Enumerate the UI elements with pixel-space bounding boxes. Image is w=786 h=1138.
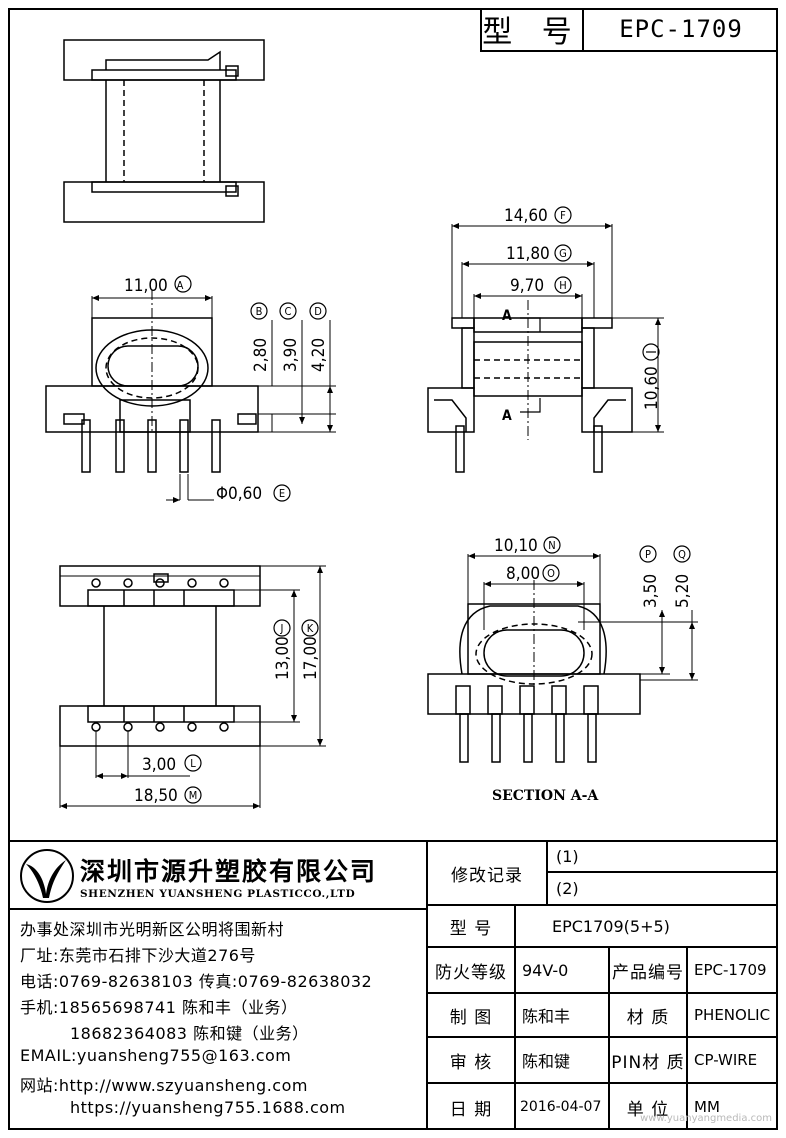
dim-g-letter: G [559,247,567,260]
website-2: https://yuansheng755.1688.com [70,1098,346,1117]
material-label: 材 质 [608,994,686,1036]
unit-label: 单 位 [608,1084,686,1130]
drawn-value: 陈和丰 [514,994,608,1036]
dim-j-value: 13,00 [273,636,293,680]
dim-q-letter: Q [678,548,686,561]
revision-entries: (1) (2) [546,842,776,904]
front-view [45,290,259,473]
email: EMAIL:yuansheng755@163.com [20,1046,292,1065]
dim-k-letter: K [307,622,314,635]
company-name-en: SHENZHEN YUANSHENG PLASTICCO.,LTD [80,888,356,900]
revision-1: (1) [548,842,776,874]
bottom-view [59,565,261,747]
fire-label: 防火等级 [435,962,507,983]
unit-value: MM [686,1084,776,1130]
dim-d-value: 4,20 [309,338,329,372]
dim-d-letter: D [314,305,322,318]
product-no-label: 产品编号 [608,948,686,992]
dim-i-value: 10,60 [642,366,662,410]
section-mark-top: A [502,308,512,324]
dim-h-letter: H [559,279,566,292]
company-logo-icon [20,849,74,903]
section-view [427,580,641,763]
dim-f-letter: F [560,209,566,222]
mobile-2: 18682364083 陈和键（业务） [70,1024,309,1043]
block-separator [426,842,428,1130]
pin-material-value: CP-WIRE [686,1038,776,1082]
pin-material-label: PIN材 质 [608,1038,686,1082]
product-no-value: EPC-1709 [686,948,776,992]
model-row: 型 号 EPC1709(5+5) [428,906,776,948]
date-row: 日 期 2016-04-07 单 位 MM [428,1084,776,1130]
dim-b-letter: B [256,305,263,318]
date-label: 日 期 [449,1099,493,1120]
website-1: 网站:http://www.szyuansheng.com [20,1076,308,1095]
material-value: PHENOLIC [686,994,776,1036]
factory-address: 厂址:东莞市石排下沙大道276号 [20,946,256,965]
company-divider [8,908,426,910]
checked-row: 审 核 陈和键 PIN材 质 CP-WIRE [428,1038,776,1084]
dim-m-letter: M [189,789,198,802]
title-model-label: 型 号 [482,8,584,50]
dim-q-value: 5,20 [673,574,693,608]
dim-e-letter: E [279,487,285,500]
checked-value: 陈和键 [514,1038,608,1082]
section-caption: SECTION A-A [492,788,599,804]
dim-n-value: 10,10 [494,536,538,556]
info-block: 深圳市源升塑胶有限公司 SHENZHEN YUANSHENG PLASTICCO… [8,840,778,1130]
company-name-cn: 深圳市源升塑胶有限公司 [80,857,378,886]
drawn-label: 制 图 [449,1007,493,1028]
side-view [427,300,633,473]
dim-m-value: 18,50 [134,786,178,806]
drawn-row: 制 图 陈和丰 材 质 PHENOLIC [428,994,776,1038]
dim-f-value: 14,60 [504,206,548,226]
office-address: 办事处深圳市光明新区公明将围新村 [20,920,285,939]
company-header: 深圳市源升塑胶有限公司 SHENZHEN YUANSHENG PLASTICCO… [8,842,426,908]
dim-p-letter: P [645,548,651,561]
dim-n-letter: N [548,539,555,552]
date-value: 2016-04-07 [514,1084,608,1130]
dim-p-value: 3,50 [641,574,661,608]
dim-j-letter: J [280,622,284,635]
title-model-value: EPC-1709 [619,15,743,43]
technical-drawing: 11,00 A 2,80 B 3,90 C 4,20 D Φ0,60 E 14,… [45,39,698,809]
fire-value: 94V-0 [514,948,608,992]
drawing-frame [8,8,778,1130]
dim-c-value: 3,90 [281,338,301,372]
mobile-1: 手机:18565698741 陈和丰（业务） [20,998,298,1017]
dim-e-value: Φ0,60 [216,484,262,504]
dim-a-letter: A [177,279,184,292]
dim-g-value: 11,80 [506,244,550,264]
dim-o-value: 8,00 [506,564,540,584]
revision-row: 修改记录 (1) (2) [428,842,776,906]
checked-label: 审 核 [449,1052,493,1073]
dim-a-value: 11,00 [124,276,168,296]
dim-h-value: 9,70 [510,276,544,296]
dim-b-value: 2,80 [251,338,271,372]
spec-table: 修改记录 (1) (2) 型 号 EPC1709(5+5) 防火等级 94V-0… [428,842,776,1130]
model-value: EPC1709(5+5) [514,906,776,946]
model-label: 型 号 [449,918,493,939]
dim-k-value: 17,00 [301,636,321,680]
dim-l-value: 3,00 [142,755,176,775]
revision-2: (2) [556,879,579,899]
revision-label: 修改记录 [451,865,523,886]
section-mark-bottom: A [502,408,512,424]
dim-o-letter: O [547,567,555,580]
dim-c-letter: C [285,305,292,318]
title-block: 型 号 EPC-1709 [480,8,778,52]
phone-fax: 电话:0769-82638103 传真:0769-82638032 [20,972,373,991]
watermark: www.yuanyangmedia.com [640,1113,772,1124]
fire-row: 防火等级 94V-0 产品编号 EPC-1709 [428,948,776,994]
top-view [63,39,265,223]
dim-l-letter: L [190,757,196,770]
